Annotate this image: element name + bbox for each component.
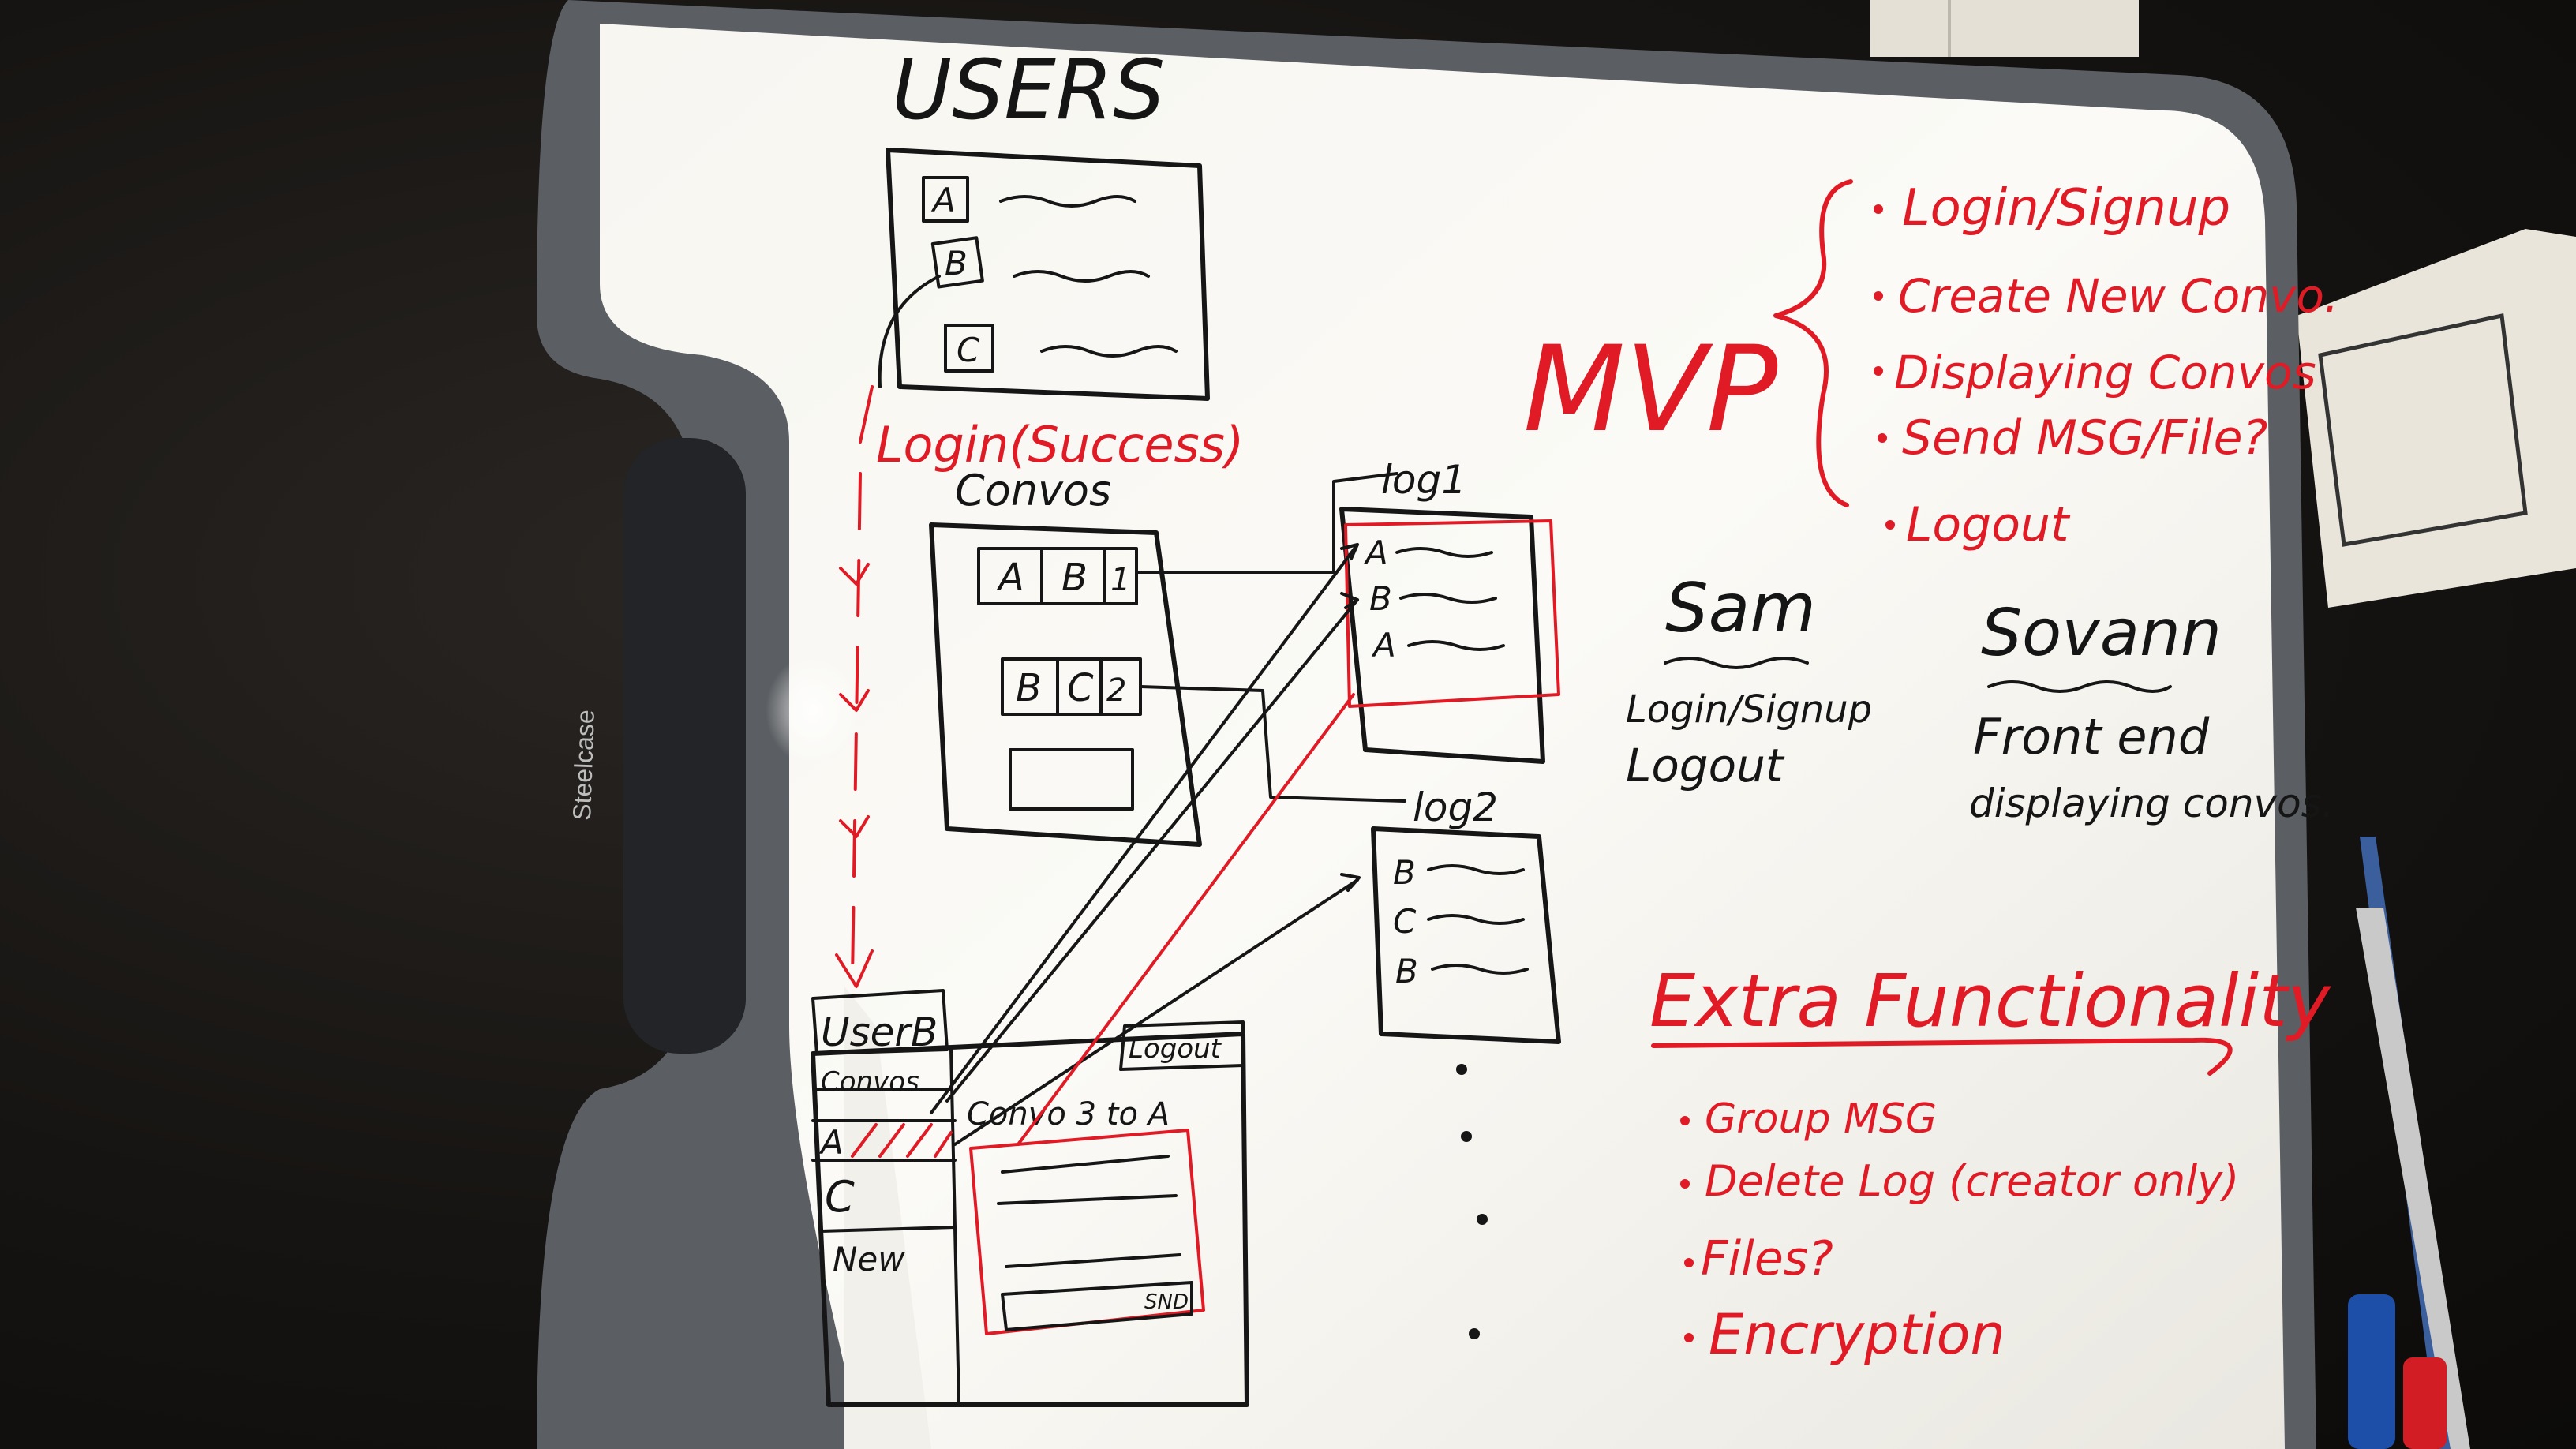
extra-item-2: Delete Log (creator only) [1705,1156,2239,1206]
extra-functionality-section: Extra Functionality Group MSG Delete Log… [1649,959,2331,1367]
brand-logo: Steelcase [567,710,600,822]
log1-entry-1: A [1363,534,1388,572]
sovann-task-2: displaying convos. [1969,781,2334,826]
log1-entry-3: A [1371,626,1396,665]
assignment-sam: Sam Login/Signup Logout [1626,569,1872,792]
convo2-member-c: C [1067,666,1094,710]
sovann-task-1: Front end [1973,708,2210,766]
user-card-a: A [930,181,956,219]
mvp-section: MVP Login/Signup Create New Convo. Displ… [1523,179,2338,552]
convo1-member-b: B [1061,556,1088,600]
mvp-item-5: Logout [1906,497,2071,552]
mockup-logout: Logout [1129,1033,1222,1065]
convo2-id: 2 [1106,672,1126,709]
user-card-b: B [945,244,968,283]
assignee-name-sovann: Sovann [1981,596,2222,671]
log1-entry-2: B [1369,579,1392,618]
app-mockup: UserB Convos A C New Logout Convo 3 to A… [811,543,1361,1407]
blue-marker [2348,1294,2447,1449]
mockup-sidebar-a: A [818,1123,844,1162]
marker-pen [2356,837,2470,1449]
paper-sheet-top-right [1870,0,2139,57]
user-card-c: C [957,331,980,369]
login-flow-arrows: Login(Success) [835,385,1244,988]
mockup-sidebar-c: C [825,1172,855,1222]
log1-section: log1 A B A [1339,457,1560,764]
log2-section: log2 B C B [1371,784,1561,1339]
mockup-convos-label: Convos [821,1066,919,1098]
sam-task-2: Logout [1626,739,1785,792]
extra-title: Extra Functionality [1649,959,2331,1043]
extra-item-4: Encryption [1709,1302,2005,1367]
mockup-sidebar-new: New [833,1240,905,1279]
convo1-member-a: A [996,556,1024,600]
convos-title: Convos [955,466,1111,515]
mvp-item-3: Displaying Convos [1894,346,2316,399]
log2-title: log2 [1413,784,1498,830]
mockup-send-button: SND [1144,1290,1189,1314]
log2-entry-1: B [1393,853,1416,892]
mvp-title: MVP [1523,321,1778,459]
assignee-name-sam: Sam [1665,569,1816,648]
log2-entry-2: C [1393,902,1417,941]
whiteboard: Steelcase [537,0,2316,1449]
assignment-sovann: Sovann Front end displaying convos. [1969,596,2334,826]
login-success-label: Login(Success) [876,416,1244,474]
mvp-item-2: Create New Convo. [1898,269,2338,323]
users-section: USERS A B C [878,42,1210,401]
mvp-item-1: Login/Signup [1902,179,2230,238]
convos-section: Convos A B 1 B C 2 [929,466,1406,847]
mockup-header: Convo 3 to A [967,1096,1170,1133]
mvp-item-4: Send MSG/File? [1902,410,2267,466]
light-switch-plate [2297,229,2576,608]
extra-item-1: Group MSG [1705,1095,1937,1143]
convo1-id: 1 [1110,562,1130,598]
sam-task-1: Login/Signup [1626,687,1872,732]
users-title: USERS [892,42,1165,138]
convo2-member-b: B [1016,666,1042,710]
log2-entry-3: B [1395,952,1418,990]
extra-item-3: Files? [1701,1231,1833,1286]
log1-title: log1 [1381,457,1466,503]
